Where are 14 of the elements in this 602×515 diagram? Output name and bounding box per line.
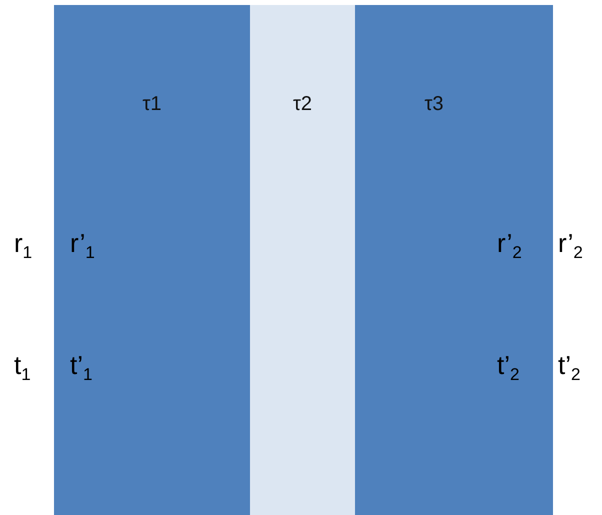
layer-label: τ3 [423, 93, 445, 116]
layer-band [54, 5, 250, 515]
coefficient-label: t’$_{1}$ [70, 350, 92, 386]
coefficient-label: r’$_{2}$ [497, 228, 522, 264]
layer-band [355, 5, 553, 515]
layer-band [250, 5, 355, 515]
layer-label: τ2 [292, 93, 314, 116]
coefficient-label: t$_{1}$ [14, 350, 31, 386]
coefficient-label: r’$_{1}$ [70, 228, 95, 264]
coefficient-label: r’$_{2}$ [558, 228, 583, 264]
layer-label: τ1 [141, 93, 163, 116]
coefficient-label: r$_{1}$ [14, 228, 32, 264]
coefficient-label: t’$_{2}$ [558, 350, 580, 386]
coefficient-label: t’$_{2}$ [497, 350, 520, 386]
